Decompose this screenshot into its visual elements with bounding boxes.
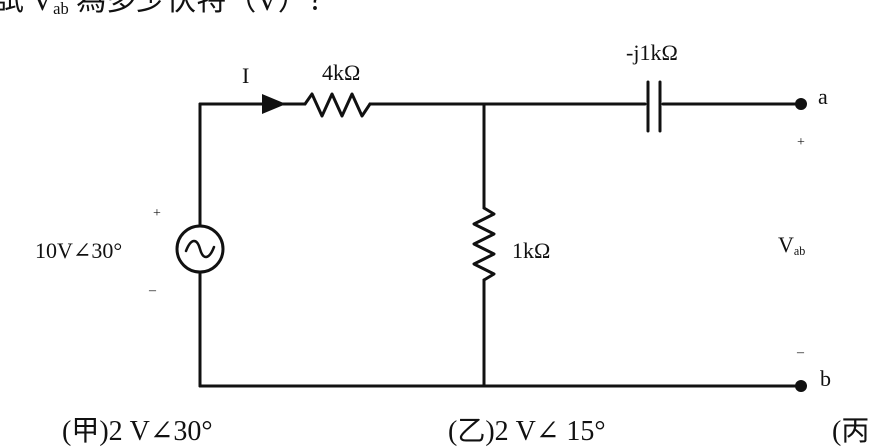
source-minus: –: [149, 283, 156, 298]
option-b: (乙)2 V∠ 15°: [448, 416, 606, 447]
vab-label: Vab: [778, 232, 806, 259]
terminal-b-dot: [795, 380, 807, 392]
circuit-diagram: [175, 80, 807, 392]
resistor-4k: [303, 92, 372, 118]
output-minus: –: [797, 345, 804, 360]
terminal-b-label: b: [820, 366, 831, 391]
capacitor-label: -j1kΩ: [626, 40, 678, 65]
current-arrow: [262, 94, 286, 114]
question-text: 試 Vab 為多少伏特（V）？: [0, 0, 338, 19]
terminal-a-label: a: [818, 84, 828, 109]
output-plus: +: [797, 135, 805, 150]
resistor-1k-label: 1kΩ: [512, 238, 551, 263]
option-a: (甲)2 V∠30°: [62, 416, 213, 447]
option-c: (丙): [832, 416, 869, 447]
terminal-a-dot: [795, 98, 807, 110]
current-label: I: [242, 63, 250, 88]
source-label: 10V∠30°: [35, 238, 123, 263]
ac-source-circle: [175, 224, 225, 274]
source-plus: +: [153, 206, 161, 221]
resistor-4k-label: 4kΩ: [322, 60, 361, 85]
ac-source-sine: [184, 239, 216, 259]
resistor-1k: [472, 206, 496, 282]
